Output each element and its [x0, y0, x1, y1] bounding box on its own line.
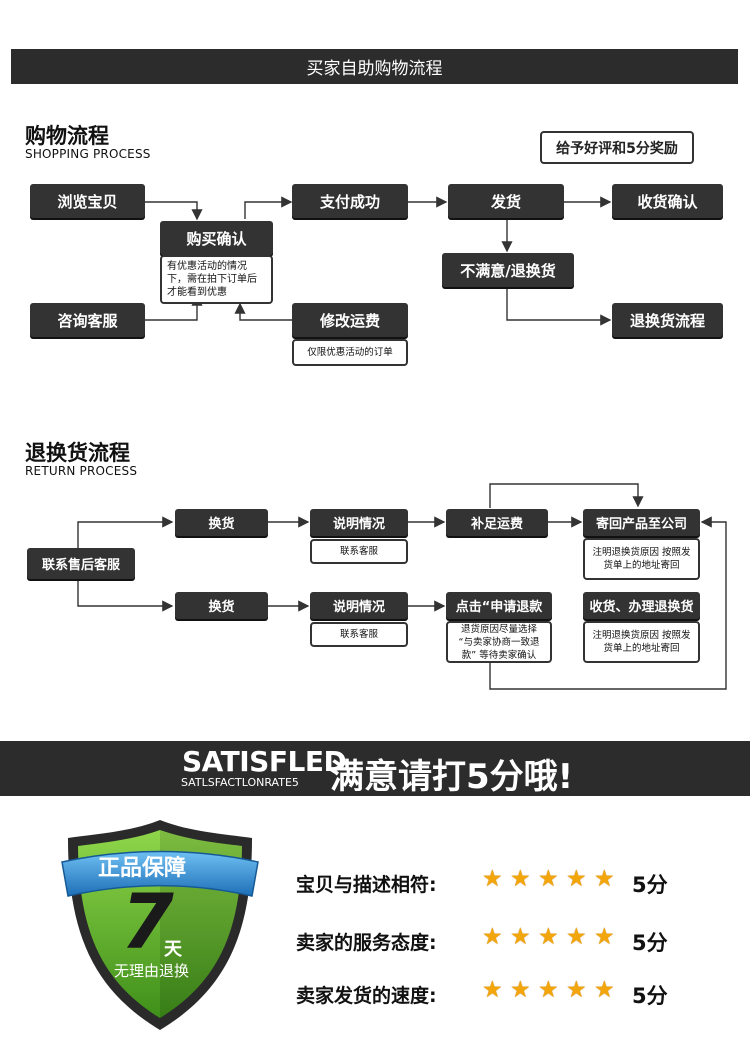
step-ship: 发货	[448, 184, 564, 218]
star-icon: ★	[594, 977, 615, 1003]
rating-score-shipping: 5分	[632, 984, 668, 1008]
reward-badge: 给予好评和5分奖励	[540, 131, 694, 164]
shield-title: 正品保障	[98, 856, 187, 881]
star-icon: ★	[482, 866, 503, 892]
step-unsatisfied: 不满意/退换货	[442, 253, 574, 287]
banner-cn-text: 满意请打5分哦!	[330, 757, 574, 797]
star-icon: ★	[482, 977, 503, 1003]
step-consult: 咨询客服	[30, 303, 145, 337]
apply-refund-note: 退货原因尽量选择 “与卖家协商一致退款” 等待卖家确认	[446, 621, 552, 663]
banner-big-text: SATISFLED	[182, 745, 347, 778]
star-icon: ★	[566, 866, 587, 892]
return-subtitle: RETURN PROCESS	[25, 464, 138, 478]
step-explain-1: 说明情况	[310, 509, 408, 536]
header-title: 买家自助购物流程	[306, 59, 443, 79]
star-icon: ★	[566, 924, 587, 950]
satisfaction-banner	[0, 741, 750, 796]
step-browse: 浏览宝贝	[30, 184, 145, 218]
step-exchange-1: 换货	[175, 509, 268, 536]
star-icon: ★	[510, 924, 531, 950]
modify-note: 仅限优惠活动的订单	[292, 339, 408, 366]
step-confirm: 购买确认	[160, 221, 273, 255]
step-send-back: 寄回产品至公司	[583, 509, 700, 536]
star-icon: ★	[538, 866, 559, 892]
star-icon: ★	[538, 924, 559, 950]
shopping-subtitle: SHOPPING PROCESS	[25, 147, 151, 161]
header-bar: 买家自助购物流程	[11, 49, 738, 84]
star-icon: ★	[594, 924, 615, 950]
step-supplement: 补足运费	[446, 509, 548, 536]
rating-label-description: 宝贝与描述相符:	[296, 874, 437, 896]
star-icon: ★	[538, 977, 559, 1003]
rating-label-service: 卖家的服务态度:	[296, 932, 437, 954]
star-icon: ★	[510, 866, 531, 892]
step-receive: 收货确认	[612, 184, 723, 218]
explain-2-note: 联系客服	[310, 622, 408, 647]
step-contact: 联系售后客服	[27, 548, 135, 579]
step-receive-process: 收货、办理退换货	[583, 592, 700, 619]
rating-score-description: 5分	[632, 873, 668, 897]
send-back-note: 注明退换货原因 按照发货单上的地址寄回	[583, 538, 700, 580]
shopping-title: 购物流程	[25, 124, 109, 148]
star-icon: ★	[482, 924, 503, 950]
return-title: 退换货流程	[25, 441, 130, 465]
star-icon: ★	[594, 866, 615, 892]
shield-unit: 天	[164, 939, 182, 960]
banner-small-text: SATLSFACTLONRATE5	[181, 776, 299, 789]
step-pay: 支付成功	[292, 184, 408, 218]
star-icon: ★	[566, 977, 587, 1003]
rating-score-service: 5分	[632, 931, 668, 955]
step-explain-2: 说明情况	[310, 592, 408, 619]
confirm-note: 有优惠活动的情况下，需在拍下订单后才能看到优惠	[160, 255, 273, 304]
step-apply-refund: 点击“申请退款	[446, 592, 552, 619]
step-modify: 修改运费	[292, 303, 408, 337]
star-icon: ★	[510, 977, 531, 1003]
shield-icon	[61, 820, 259, 1030]
receive-process-note: 注明退换货原因 按照发货单上的地址寄回	[583, 621, 700, 663]
step-return-flow: 退换货流程	[612, 303, 723, 337]
step-exchange-2: 换货	[175, 592, 268, 619]
shield-number: 7	[121, 877, 174, 966]
explain-1-note: 联系客服	[310, 539, 408, 564]
rating-label-shipping: 卖家发货的速度:	[296, 985, 437, 1007]
shield-subtitle: 无理由退换	[114, 962, 190, 980]
